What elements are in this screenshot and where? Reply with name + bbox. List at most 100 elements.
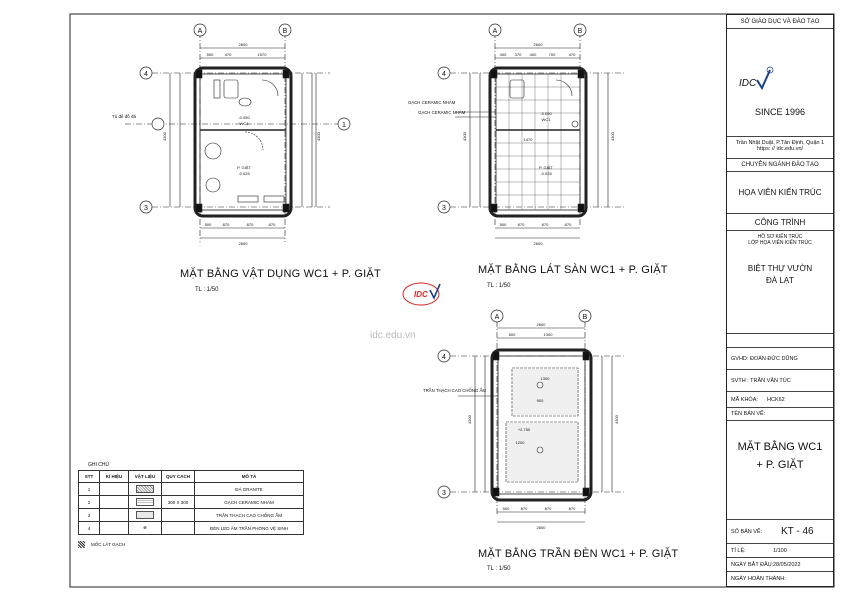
legend-row: 1 ĐÁ GRANITE (78, 482, 304, 496)
tb-address-cell: Trần Nhật Duật, P.Tân Định, Quận 1 https… (727, 137, 833, 159)
watermark: idc.edu.vn (370, 330, 416, 341)
legend-spec: 300 X 300 (161, 495, 195, 509)
plan1-dim-top-3: 1570 (258, 52, 268, 57)
plan2-dim-bot-2: 870 (518, 222, 525, 227)
plan2-room-laundry: P. GIẶT (539, 165, 553, 170)
plan3-grid-4: 4 (442, 354, 446, 361)
plan-furniture (125, 32, 350, 242)
tb-sheet-label: SỐ BẢN VẼ: (731, 529, 763, 535)
plan2-note-2: GẠCH CERAMIC NHÁM (418, 110, 466, 115)
plan2-dim-bot-1: 500 (500, 222, 507, 227)
plan1-grid-bubbles (139, 23, 351, 214)
legend-symbol (99, 482, 129, 496)
tb-address: Trần Nhật Duật, P.Tân Định, Quận 1 (735, 140, 825, 146)
legend-symbol (99, 521, 129, 535)
legend-desc: TRẦN THẠCH CAO CHỐNG ẨM (194, 508, 304, 522)
plan2-note-1: GẠCH CERAMIC NHÁM (408, 100, 456, 105)
tb-logo-cell: SINCE 1996 (727, 29, 833, 137)
plan-flooring (450, 32, 625, 239)
tb-project: CÔNG TRÌNH HỒ SƠ KIẾN TRÚC LỚP HỌA VIÊN … (727, 214, 833, 334)
legend-extra: MỐC LÁT GẠCH (78, 541, 304, 548)
plan2-dim-left: 4300 (462, 131, 467, 141)
plan3-dim-bot-4: 870 (569, 506, 576, 511)
tile-marker-icon (78, 541, 85, 548)
plan3-dim-right: 4300 (614, 414, 619, 424)
tb-project-name1: BIỆT THỰ VƯỜN (747, 264, 813, 273)
plan3-level: +2.750 (518, 427, 531, 432)
plan3-grid-3: 3 (442, 490, 446, 497)
plan3-dim-inner-2: 1200 (516, 440, 526, 445)
plan3-dim-overall-top: 2600 (537, 322, 547, 327)
plan1-title: MẶT BẰNG VẬT DỤNG WC1 + P. GIẶT (180, 268, 381, 280)
tb-project-sub2: LỚP HỌA VIÊN KIẾN TRÚC (748, 240, 812, 246)
plan3-dim-inner-1: 1300 (541, 376, 551, 381)
legend-stt: 4 (78, 521, 100, 535)
plan3-grid-b: B (583, 314, 588, 321)
plan2-level-laundry: -0.025 (540, 171, 552, 176)
plan1-dim-left: 4300 (162, 131, 167, 141)
legend-stt: 3 (78, 508, 100, 522)
plan1-dim-bot-1: 500 (205, 222, 212, 227)
plan2-room-wc: WC1 (542, 117, 552, 122)
tb-start: NGÀY BẮT ĐẦU: 28/05/2022 (727, 558, 833, 572)
legend-symbol (99, 495, 129, 509)
plan1-dim-top-2: 470 (225, 52, 232, 57)
tb-project-head: CÔNG TRÌNH (727, 218, 833, 231)
plan2-scale: TL : 1/50 (487, 283, 511, 289)
plan2-dim-inner: 1470 (524, 137, 534, 142)
legend-stt: 2 (78, 495, 100, 509)
titleblock-logo: IDC (739, 66, 774, 91)
tb-project-name2: ĐÀ LẠT (765, 276, 794, 285)
legend-desc: GẠCH CERAMIC NHÁM (194, 495, 304, 509)
tb-sheet: SỐ BẢN VẼ: KT - 46 (727, 520, 833, 544)
plan-ceiling (450, 310, 625, 523)
plan3-dim-inner-3: 900 (537, 398, 544, 403)
plan1-dim-right: 4300 (316, 131, 321, 141)
plan2-grid-4: 4 (442, 71, 446, 78)
plan2-dim-top-1: 400 (500, 52, 507, 57)
legend-extra-label: MỐC LÁT GẠCH (91, 542, 126, 547)
tb-drawing: TÊN BẢN VẼ: MẶT BẰNG WC1 + P. GIẶT (727, 408, 833, 520)
plan3-dim-bot-2: 870 (521, 506, 528, 511)
plan1-dim-bot-3: 870 (247, 222, 254, 227)
plan3-note: TRẦN THẠCH CAO CHỐNG ẨM (423, 388, 486, 393)
tb-website: https: // idc.edu.vn/ (756, 146, 804, 152)
tb-drawing-2: + P. GIẶT (756, 459, 804, 471)
plan1-grid-3: 3 (144, 205, 148, 212)
plan2-dim-top-4: 700 (549, 52, 556, 57)
titleblock-logo-text: IDC (739, 78, 757, 89)
plan2-dim-overall-bottom: 2600 (534, 241, 544, 246)
legend-header: KÍ HIỆU (99, 470, 129, 483)
plan2-grid-a: A (493, 28, 498, 35)
plan1-dim-bot-4: 870 (269, 222, 276, 227)
tb-since: SINCE 1996 (754, 107, 806, 117)
plan2-title: MẶT BẰNG LÁT SÀN WC1 + P. GIẶT (478, 264, 668, 276)
plan1-dim-bot-2: 870 (223, 222, 230, 227)
plan1-note: Tủ để đồ đá (112, 113, 137, 119)
legend-symbol (99, 508, 129, 522)
plan3-title: MẶT BẰNG TRẦN ĐÈN WC1 + P. GIẶT (478, 548, 679, 560)
plan3-dim-bot-1: 500 (503, 506, 510, 511)
tb-makhoa-value: HCK62 (767, 397, 785, 403)
plan1-dim-overall-bottom: 2600 (239, 241, 249, 246)
plan2-dim-top-3: 400 (530, 52, 537, 57)
legend-spec (161, 508, 195, 522)
plan2-level-wc: -0.050 (540, 111, 552, 116)
plan2-dim-bot-4: 870 (565, 222, 572, 227)
plan1-room-wc: WC1 (240, 121, 250, 126)
legend: GHI CHÚ STT KÍ HIỆU VẬT LIỆU QUY CÁCH MÔ… (78, 462, 304, 548)
plan3-dim-overall-bottom: 2600 (537, 525, 547, 530)
plan2-dim-overall-top: 2600 (534, 42, 544, 47)
tb-sheet-value: KT - 46 (781, 526, 814, 537)
legend-header-row: STT KÍ HIỆU VẬT LIỆU QUY CÁCH MÔ TẢ (78, 470, 304, 483)
tb-end-label: NGÀY HOÀN THÀNH: (731, 576, 786, 582)
tb-drawing-label: TÊN BẢN VẼ: (727, 408, 833, 421)
legend-desc: ĐÈN LED ÂM TRẦN PHÒNG VỆ SINH (194, 521, 304, 535)
tb-drawing-1: MẶT BẰNG WC1 (737, 441, 823, 453)
tb-makhoa-label: MÃ KHÓA: (731, 397, 758, 403)
legend-row: 2 300 X 300 GẠCH CERAMIC NHÁM (78, 495, 304, 509)
plan1-grid-b: B (283, 28, 288, 35)
plan3-dim-top-1: 600 (509, 332, 516, 337)
plan2-dim-top-2: 370 (515, 52, 522, 57)
plan3-dim-top-2: 1300 (544, 332, 554, 337)
